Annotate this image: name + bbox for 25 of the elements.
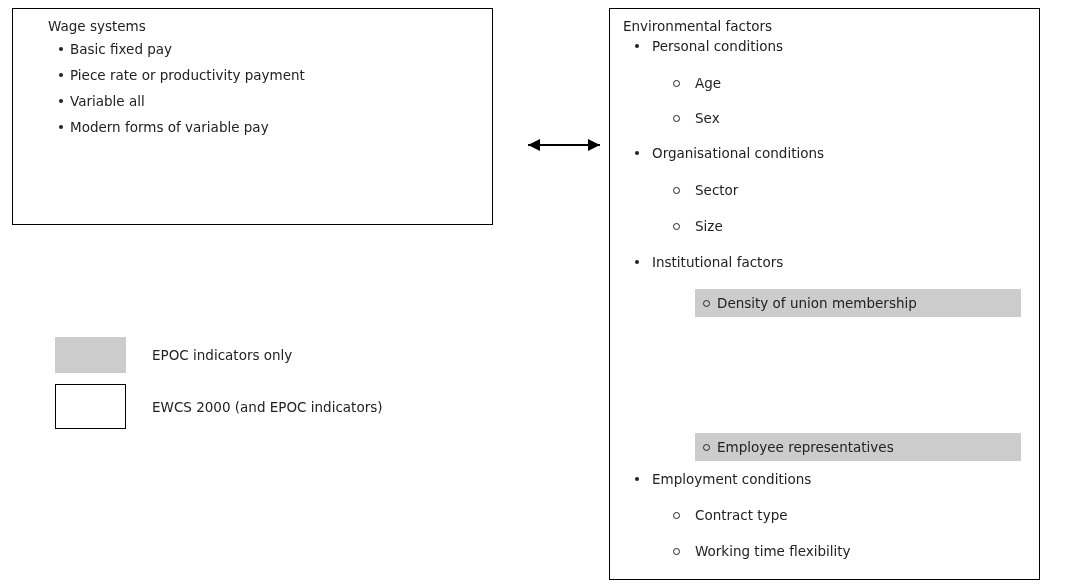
list-item: Modern forms of variable pay (70, 118, 269, 136)
list-item: Size (695, 217, 723, 235)
list-item: Sector (695, 181, 739, 199)
box-heading: Environmental factors (623, 17, 773, 35)
list-item: Age (695, 74, 722, 92)
list-item: Working time flexibility (695, 542, 851, 560)
category-box (12, 8, 493, 225)
legend-label: EWCS 2000 (and EPOC indicators) (152, 397, 383, 416)
category-box (609, 8, 1040, 580)
list-item: Institutional factors (652, 253, 784, 271)
highlighted-item (695, 433, 1021, 461)
list-item: Density of union membership (717, 294, 917, 312)
list-item: Employment conditions (652, 470, 812, 488)
list-item: Contract type (695, 506, 788, 524)
list-item: Sex (695, 109, 720, 127)
list-item: Piece rate or productivity payment (70, 66, 305, 84)
list-item: Organisational conditions (652, 144, 825, 162)
legend-label: EPOC indicators only (152, 346, 293, 364)
list-item: Employee representatives (717, 438, 894, 456)
list-item: Personal conditions (652, 37, 784, 55)
box-heading: Wage systems (48, 17, 146, 35)
list-item: Variable all (70, 92, 145, 110)
list-item: Basic fixed pay (70, 40, 173, 58)
highlighted-item (695, 289, 1021, 317)
double-arrow (527, 139, 601, 151)
